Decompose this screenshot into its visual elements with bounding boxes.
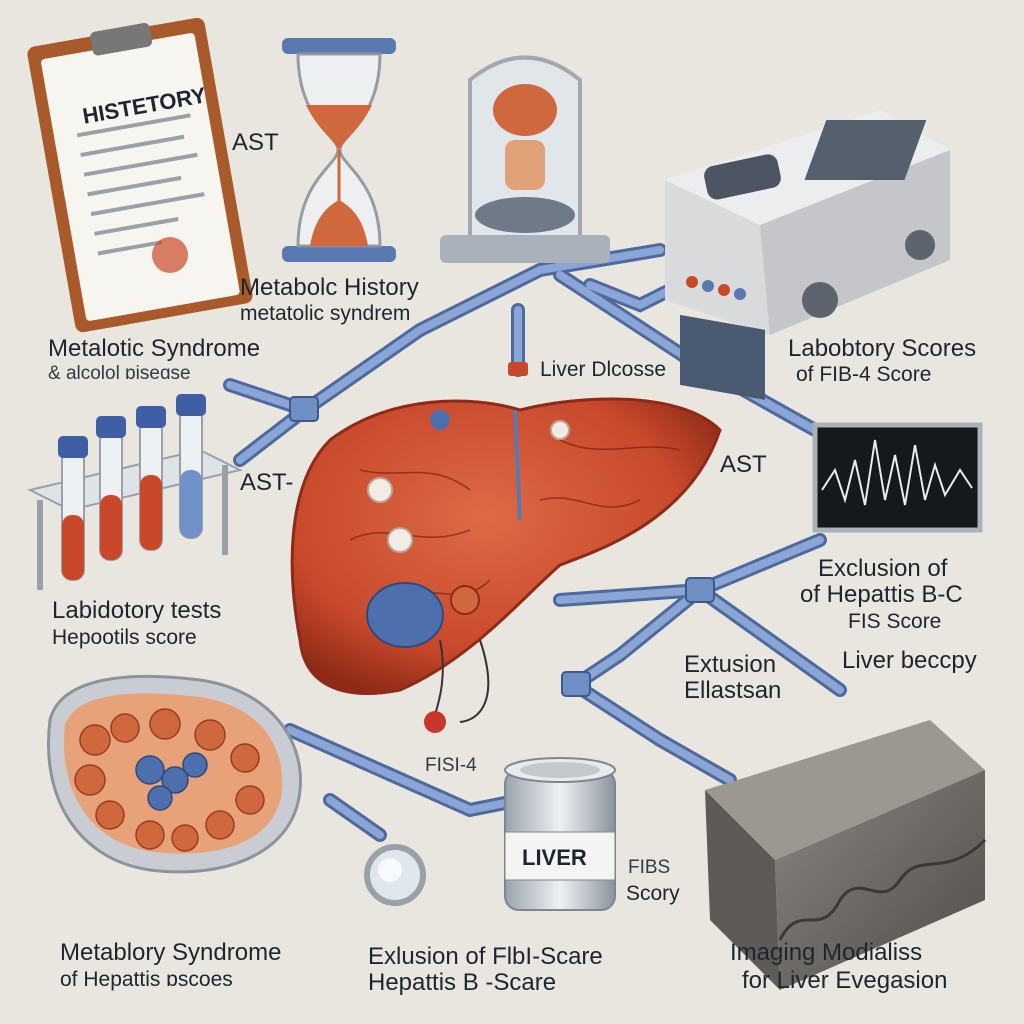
for-liver-label: for Liver Evegasion [742, 967, 948, 994]
tissue-tray-icon [47, 674, 302, 874]
liver-disease-label: Liver Dlcosse [540, 358, 667, 381]
scory-label: Scory [626, 882, 680, 905]
ast-top-label: AST [232, 129, 279, 156]
liver-biopsy-label: Liver beccpy [842, 647, 977, 674]
clipboard-icon [27, 17, 253, 333]
hepatitis-disease-label: of Hepattis ɒscoes [60, 968, 233, 991]
liver-jar-label: LIVER [522, 845, 587, 870]
fibs-small-label: FIBS [628, 857, 671, 878]
hepatitis-bc-label: of Hepattis B-C [800, 581, 963, 608]
elastsan-label: Ellastsan [684, 677, 782, 704]
metabolic-history-label: Metabolc History [240, 274, 419, 301]
ast-left-label: AST- [240, 469, 294, 496]
lab-analyzer-icon [440, 55, 610, 263]
metabolory-syndrome-label: Metablory Syndrome [60, 939, 282, 966]
liver-icon [290, 397, 722, 733]
test-tubes-icon [27, 394, 243, 590]
magnifier-probe-icon [364, 844, 426, 906]
ultrasound-machine-icon [665, 110, 950, 400]
metabolic-syndrome-label: Metalotic Syndrome [48, 335, 261, 362]
hepatitis-score-label: Hepootils score [52, 626, 197, 649]
lab-tests-label: Labidotory tests [52, 597, 222, 624]
biopsy-tissue-block-icon [705, 720, 987, 990]
imaging-label: Imaging Modialiss [730, 939, 923, 966]
ast-right-label: AST [720, 451, 767, 478]
fibs4-label: FISI-4 [425, 755, 477, 776]
hourglass-icon [282, 38, 396, 262]
exclusion-of-label: Exclusion of [818, 555, 948, 582]
elastography-screen-icon [812, 422, 983, 533]
extusion-label: Extusion [684, 651, 777, 678]
fis-score-label: FIS Score [848, 610, 942, 633]
hepatitis-b-scare-label: Hepattis B -Scare [368, 969, 557, 996]
alcohol-disease-label: & alcolol ɒiseɑse [48, 363, 191, 384]
specimen-jar-icon [504, 757, 616, 911]
lab-scores-label: Labobtory Scores [788, 335, 977, 362]
fib4-score-label: of FIB-4 Score [796, 363, 932, 386]
exclusion-fib-label: Exlusion of FlbI-Scare [368, 943, 603, 970]
metabolic-syndr-label: metatolic syndrem [240, 302, 411, 325]
